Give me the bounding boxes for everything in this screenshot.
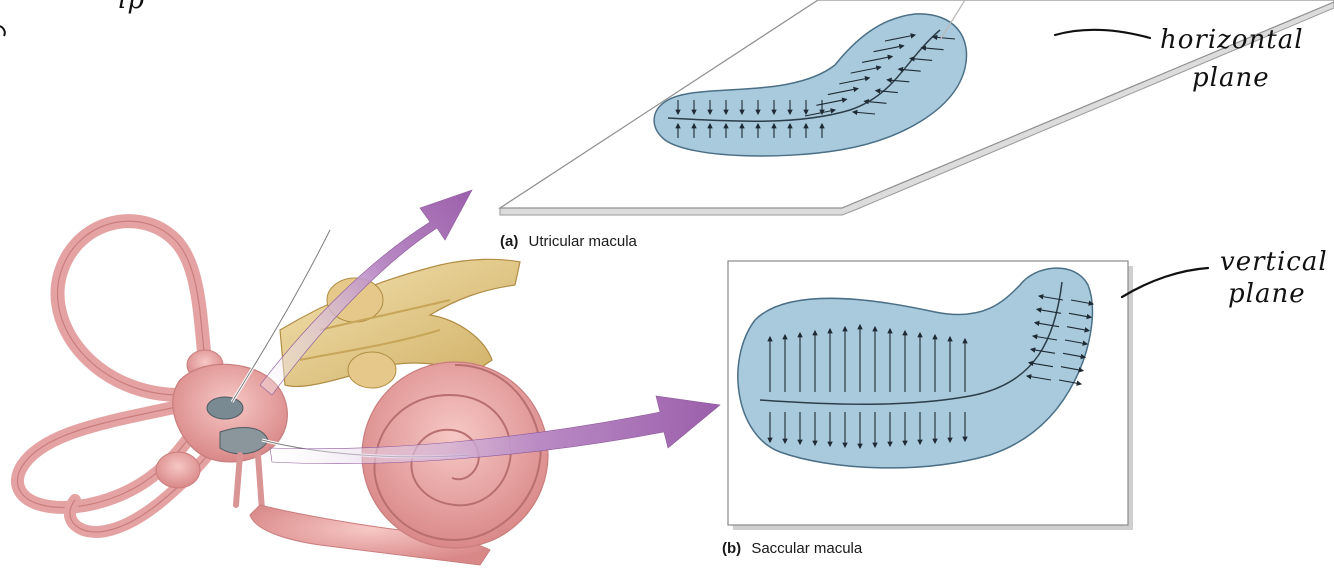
panel-b-name: Saccular macula [751,540,863,557]
hair-cell-arrow [839,76,871,85]
hair-cell-arrow [920,45,944,51]
hair-cell-arrow [1064,339,1089,346]
corner-scribble-text: ip [118,0,145,15]
hair-cell-arrow [886,77,910,83]
panel-a-letter: (a) [500,233,518,250]
hair-cell-arrow [827,86,859,96]
hair-cell-arrow [1035,307,1062,314]
hair-cell-arrow [1033,320,1060,328]
utricle-macula-site [206,396,244,420]
hair-cell-arrow [873,43,905,53]
cochlear-duct-base [249,504,491,566]
vertical-plane-pointer [1120,266,1210,299]
hair-cell-arrow [1031,334,1058,341]
hair-cell-arrow [1037,294,1064,301]
anterior-semicircular-canal [50,214,212,402]
ampulla [155,451,201,489]
hair-cell-arrow [1062,352,1087,360]
hair-cell-arrow [884,33,917,42]
cochlear-spiral [373,364,542,542]
utricle-pointer-line [939,0,966,41]
hair-cell-arrow [1068,312,1093,320]
hair-cell-arrow [1029,347,1056,354]
saccular-hair-cell-arrows [767,294,1095,450]
inner-ear-illustration [11,214,549,566]
hair-cell-arrow [909,56,933,62]
arrow-to-saccular-macula [269,395,721,464]
saccular-macula-shape [737,267,1094,469]
hair-cell-arrow [851,109,876,116]
hair-cell-arrow [816,97,848,106]
saccular-striola [759,281,1063,406]
hair-cell-arrow [862,54,894,63]
arrow-to-utricular-macula [259,189,473,396]
panel-a-caption: (a) Utricular macula [500,233,638,250]
panel-b-letter: (b) [722,540,741,557]
horizontal-plane-pointer [1053,28,1152,40]
handwritten-horizontal-annotation: horizontal plane [1053,25,1304,93]
hair-cell-arrow [1058,379,1083,386]
horizontal-annotation-line1: horizontal [1160,25,1304,55]
utricular-macula [653,13,968,157]
horizontal-annotation-line2: plane [1192,63,1270,93]
hair-cell-arrow [1027,360,1054,368]
hair-cell-arrow [863,98,887,105]
vertical-annotation-line2: plane [1228,279,1306,309]
handwritten-corner-scribble: ip [0,0,145,37]
hair-cell-arrow [897,66,921,73]
spiral-ganglion [347,351,397,389]
hair-cell-arrow [804,108,837,117]
hair-cell-arrow [850,65,882,74]
hair-cell-arrow [1060,366,1085,373]
vertical-annotation-line1: vertical [1220,247,1328,277]
corner-scribble-mark [0,25,6,37]
panel-a-name: Utricular macula [529,233,638,250]
hair-cell-arrow [931,34,956,41]
handwritten-vertical-annotation: vertical plane [1120,247,1328,309]
hair-cell-arrow [1066,326,1091,333]
saccular-macula [737,267,1095,469]
hair-cell-arrow [1070,299,1095,306]
hair-cell-arrow [874,88,898,94]
hair-cell-arrow [1025,374,1052,381]
utricular-hair-cell-arrows [675,33,956,138]
panel-b-caption: (b) Saccular macula [722,540,863,557]
